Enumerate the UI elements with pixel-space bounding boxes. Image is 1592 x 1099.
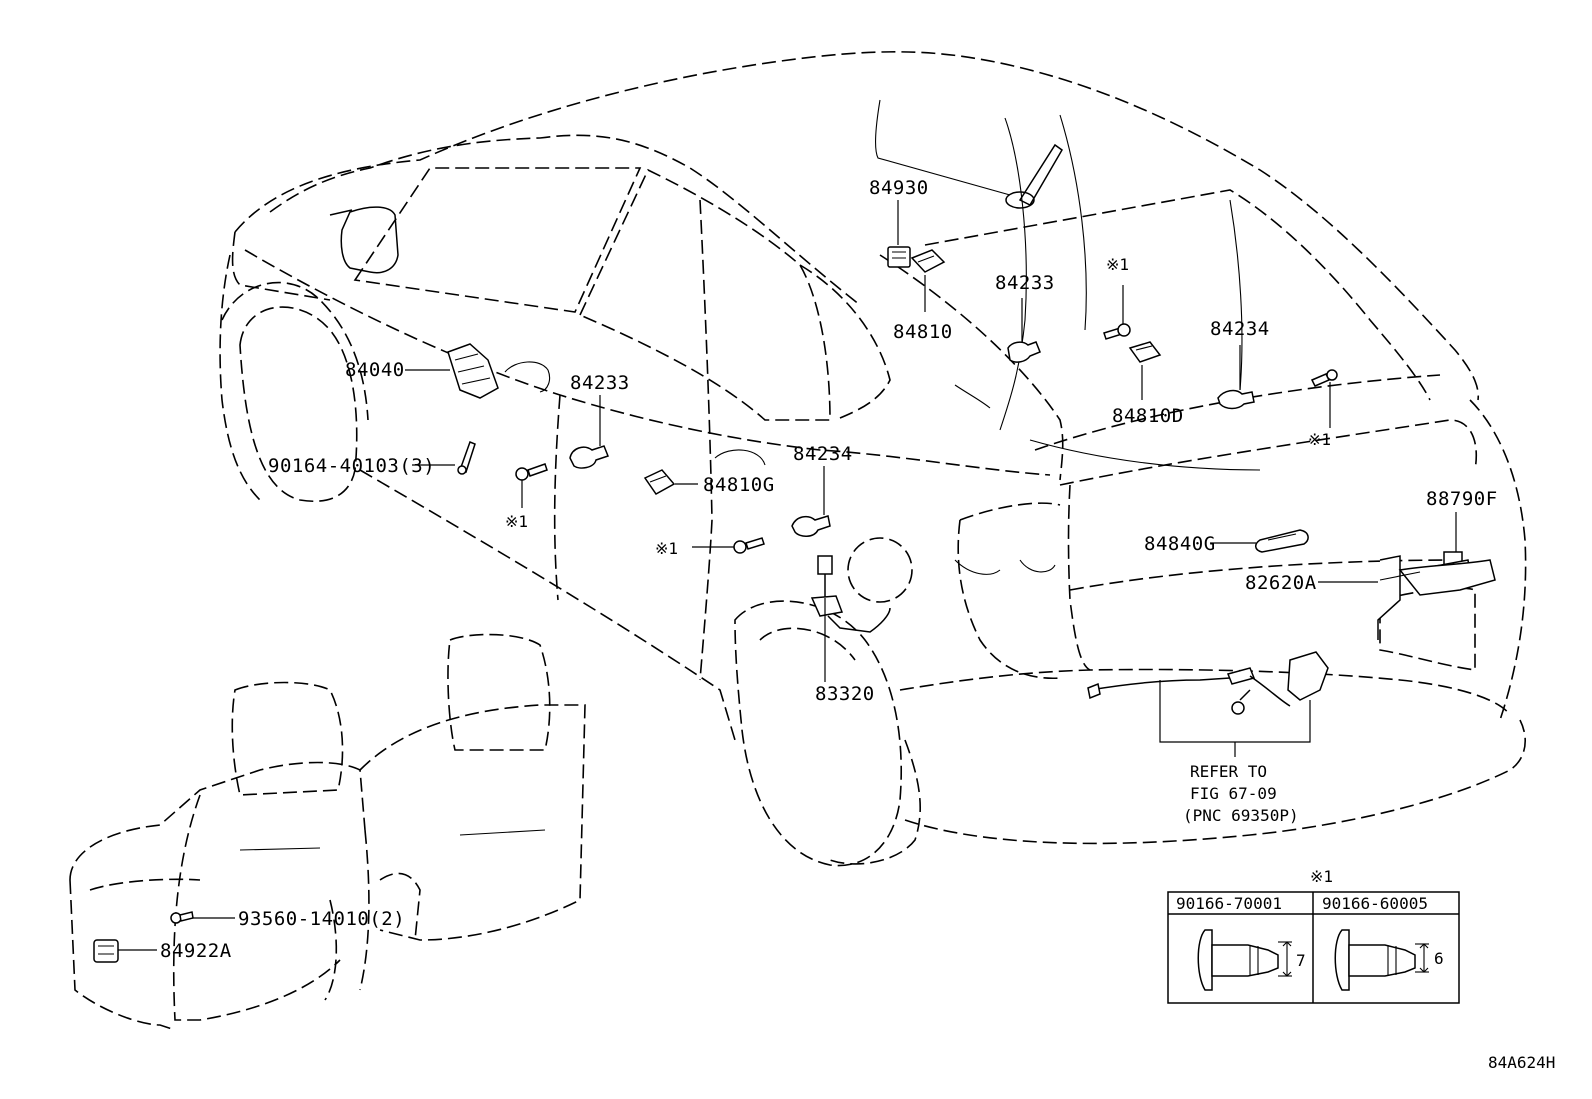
legend-title: ※1: [1310, 867, 1333, 886]
label-84810G: 84810G: [703, 474, 775, 496]
note-mark-rear: ※1: [655, 539, 678, 558]
screw-90164-icon: [457, 441, 476, 475]
screw-93560-icon: [170, 911, 194, 924]
courtesy-switch-84233-top-icon: [1007, 341, 1041, 363]
screw-right-icon: [1310, 369, 1338, 387]
legend-dim-1: 7: [1296, 951, 1306, 970]
label-82620A: 82620A: [1245, 572, 1317, 594]
car-body-outline: [219, 51, 1527, 867]
rear-seats: [69, 633, 586, 1031]
parts-glyphs: [93, 246, 1496, 963]
label-90164-40103: 90164-40103(3): [268, 455, 435, 477]
note-mark-door: ※1: [505, 512, 528, 531]
master-switch-84040-icon: [447, 343, 499, 399]
courtesy-switch-84234-right-icon: [1217, 389, 1255, 410]
figure-id: 84A624H: [1488, 1053, 1555, 1072]
label-88790F: 88790F: [1426, 488, 1498, 510]
screw-rear-icon: [733, 537, 765, 554]
switch-84810G-icon: [643, 469, 676, 495]
label-84930: 84930: [869, 177, 929, 199]
legend-screw-2-icon: [1334, 929, 1429, 991]
legend-part-1: 90166-70001: [1176, 894, 1282, 913]
part-labels: 84930 84810 84233 84234 84810D 84040 842…: [160, 177, 1498, 962]
note-mark-right: ※1: [1308, 430, 1331, 449]
legend-table: ※1 90166-70001 90166-60005 7 6: [1167, 867, 1460, 1004]
switch-84810D-icon: [1128, 341, 1162, 363]
label-84233-door: 84233: [570, 372, 630, 394]
label-93560-14010: 93560-14010(2): [238, 908, 405, 930]
legend-dim-2: 6: [1434, 949, 1444, 968]
switch-84810-icon: [910, 249, 946, 273]
screw-door-icon: [515, 463, 548, 481]
switch-84930-icon: [887, 246, 911, 268]
courtesy-switch-84233-door-icon: [569, 445, 609, 469]
fuel-sender-83320-icon: [810, 555, 891, 633]
legend-screw-1-icon: [1197, 929, 1292, 991]
refer-note-line2: FIG 67-09: [1190, 784, 1277, 803]
refer-note-line1: REFER TO: [1190, 762, 1267, 781]
label-84234-right: 84234: [1210, 318, 1270, 340]
label-84810D: 84810D: [1112, 405, 1184, 427]
legend-part-2: 90166-60005: [1322, 894, 1428, 913]
label-84922A: 84922A: [160, 940, 232, 962]
note-mark-top: ※1: [1106, 255, 1129, 274]
label-84233-top: 84233: [995, 272, 1055, 294]
bracket-82620A-icon: [1377, 555, 1496, 640]
label-84840G: 84840G: [1144, 533, 1216, 555]
label-83320: 83320: [815, 683, 875, 705]
wire-harness-icon: [1087, 651, 1329, 715]
courtesy-switch-84234-rear-icon: [791, 515, 831, 537]
leader-lines: [118, 200, 1457, 951]
refer-note-line3: (PNC 69350P): [1183, 806, 1299, 825]
switch-84922A-icon: [93, 939, 119, 963]
label-84040: 84040: [345, 359, 405, 381]
label-84234-rear: 84234: [793, 443, 853, 465]
switch-84840G-icon: [1255, 529, 1309, 553]
label-84810: 84810: [893, 321, 953, 343]
screw-top-icon: [1103, 323, 1131, 340]
